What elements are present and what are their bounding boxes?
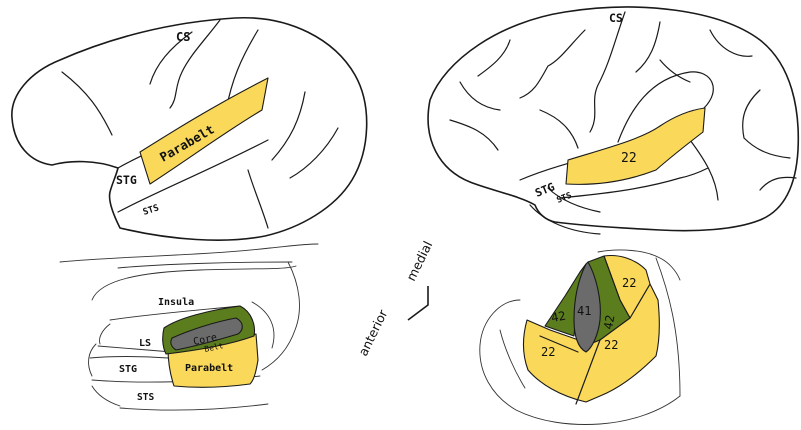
orientation-axes (408, 286, 428, 320)
monkey-st-ls-line (98, 346, 172, 352)
monkey-cs-label: CS (176, 30, 190, 44)
human-st-left-edge (500, 330, 525, 388)
human-st-area22-left-label: 22 (541, 345, 555, 359)
human-st-area42-left-label: 42 (550, 309, 567, 325)
human-st-area22-right-label: 22 (604, 338, 618, 352)
monkey-st-sts-label: STS (137, 392, 154, 403)
monkey-lateral-brain: CS Parabelt STG STS (12, 18, 367, 240)
human-cs-label: CS (609, 11, 623, 25)
monkey-st-sts-bottom (120, 404, 268, 410)
monkey-st-parabelt-label: Parabelt (185, 363, 233, 374)
human-st-area42-right-label: 42 (601, 314, 617, 331)
monkey-st-stg-label: STG (119, 364, 137, 375)
human-lateral-brain: CS 22 STG STS (428, 7, 798, 234)
monkey-st-arc-1 (118, 262, 292, 268)
orientation-medial-label: medial (403, 239, 435, 284)
human-supratemporal-view: 41 42 42 22 22 22 (480, 250, 680, 424)
orientation-indicator: medial anterior (355, 239, 435, 359)
monkey-st-insula-label: Insula (158, 297, 194, 308)
monkey-st-sts-left (92, 386, 120, 406)
monkey-st-ls-top (99, 324, 110, 344)
monkey-st-stg-top (90, 357, 168, 359)
human-st-area41-label: 41 (577, 304, 591, 318)
monkey-stg-label: STG (116, 173, 137, 187)
monkey-supratemporal-view: Insula LS Core Belt Parabelt STG STS (60, 244, 318, 410)
monkey-st-ls-label: LS (139, 338, 151, 349)
human-area22-label: 22 (621, 151, 637, 166)
monkey-st-top-line (60, 244, 318, 262)
orientation-anterior-label: anterior (355, 306, 391, 358)
monkey-st-arc-2 (92, 266, 296, 300)
human-st-area22-top-label: 22 (622, 276, 636, 290)
monkey-st-stg-left (89, 344, 96, 376)
